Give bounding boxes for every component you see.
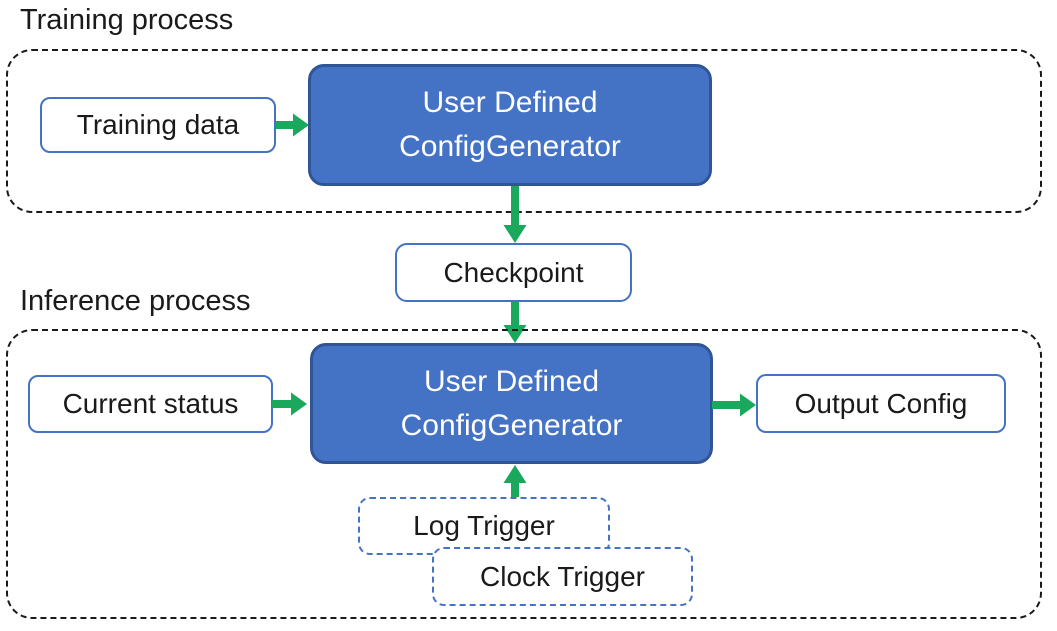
- output-config-label: Output Config: [794, 387, 968, 419]
- inference-configgenerator-box: User Defined ConfigGenerator: [310, 343, 713, 464]
- clock-trigger-label: Clock Trigger: [480, 560, 645, 592]
- current-status-box: Current status: [28, 375, 273, 433]
- inference-configgenerator-line2: ConfigGenerator: [400, 408, 623, 442]
- training-data-box: Training data: [40, 97, 276, 153]
- inference-process-container: [6, 329, 1042, 619]
- arrow-checkpoint-to-generator-icon: [501, 302, 529, 343]
- training-configgenerator-line2: ConfigGenerator: [399, 130, 621, 163]
- inference-configgenerator-line1: User Defined: [423, 364, 600, 398]
- inference-process-label: Inference process: [20, 285, 251, 317]
- arrow-current-status-to-generator-icon: [272, 390, 307, 418]
- training-configgenerator-line1: User Defined: [422, 86, 598, 119]
- training-process-container: [6, 49, 1042, 213]
- checkpoint-box: Checkpoint: [395, 243, 632, 302]
- arrow-trigger-to-generator-icon: [501, 465, 529, 498]
- clock-trigger-box: Clock Trigger: [432, 547, 693, 606]
- log-trigger-box: Log Trigger: [358, 497, 610, 555]
- arrow-training-data-to-generator-icon: [276, 111, 309, 139]
- current-status-label: Current status: [62, 388, 239, 419]
- training-data-label: Training data: [76, 109, 240, 140]
- log-trigger-label: Log Trigger: [413, 510, 555, 541]
- arrow-generator-to-checkpoint-icon: [501, 186, 529, 243]
- training-configgenerator-box: User Defined ConfigGenerator: [308, 64, 712, 186]
- arrow-generator-to-output-icon: [712, 391, 756, 419]
- output-config-box: Output Config: [756, 374, 1006, 433]
- checkpoint-label: Checkpoint: [443, 256, 584, 288]
- training-process-label: Training process: [20, 4, 234, 36]
